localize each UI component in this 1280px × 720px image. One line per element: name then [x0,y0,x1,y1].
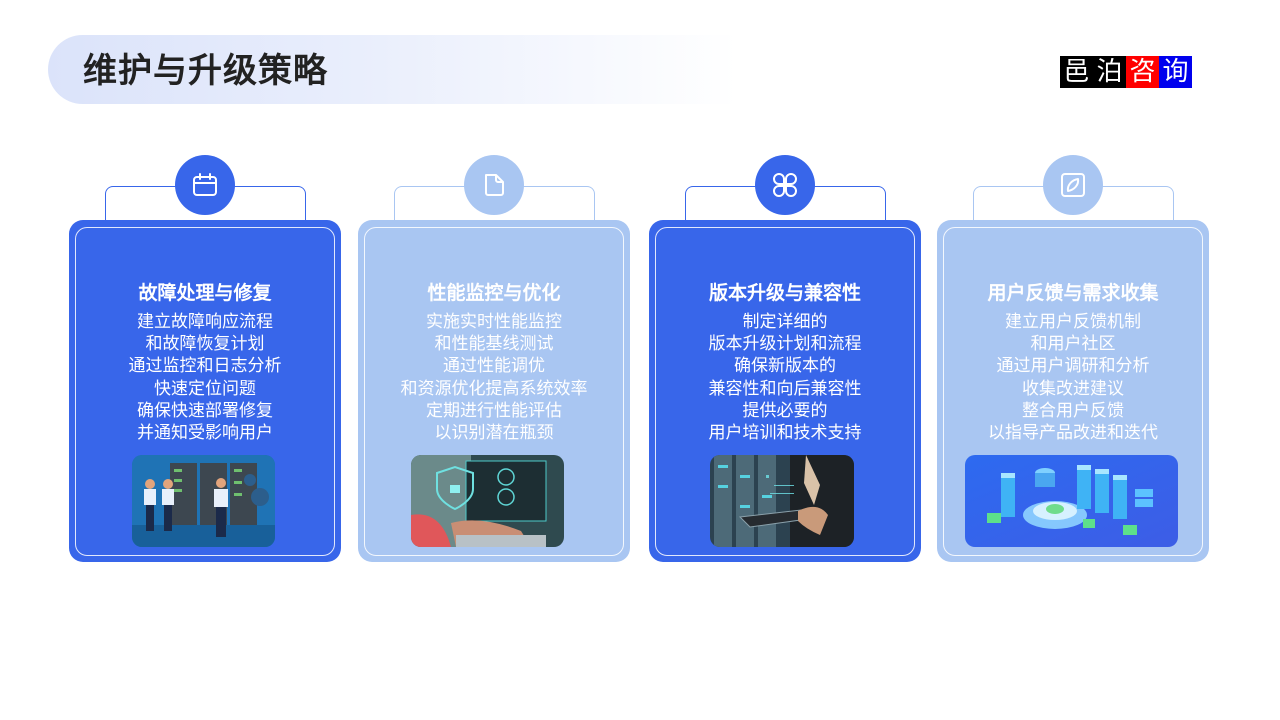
card-inner-border [75,227,335,556]
calendar-icon [193,173,217,196]
description-line: 建立用户反馈机制 [1005,312,1141,332]
icon-badge [175,155,235,215]
card-description: 实施实时性能监控 和性能基线测试 通过性能调优 和资源优化提高系统效率 定期进行… [358,311,630,444]
icon-badge [1043,155,1103,215]
card-user-feedback: 用户反馈与需求收集 建立用户反馈机制 和用户社区 通过用户调研和分析 收集改进建… [937,154,1209,564]
description-line: 确保快速部署修复 [137,400,273,421]
card-description: 建立用户反馈机制 和用户社区 通过用户调研和分析 收集改进建议 整合用户反馈 以… [937,311,1209,444]
brand-logo: 邑 泊 咨 询 [1060,56,1192,88]
description-line: 收集改进建议 [1022,378,1124,399]
description-line: 通过用户调研和分析 [996,356,1150,377]
card-description: 建立故障响应流程 和故障恢复计划 通过监控和日志分析 快速定位问题 确保快速部署… [69,311,341,444]
card-inner-border [943,227,1203,556]
description-line: 实施实时性能监控 [426,312,562,332]
card-panel: 版本升级与兼容性 制定详细的 版本升级计划和流程 确保新版本的 兼容性和向后兼容… [649,220,921,562]
card-panel: 性能监控与优化 实施实时性能监控 和性能基线测试 通过性能调优 和资源优化提高系… [358,220,630,562]
description-line: 并通知受影响用户 [137,423,273,444]
businessman-tablet-image [710,455,854,547]
icon-badge [755,155,815,215]
description-line: 定期进行性能评估 [426,400,562,421]
description-line: 建立故障响应流程 [137,312,273,332]
title-banner [48,35,738,104]
logo-char-1: 邑 [1060,56,1093,88]
engineers-server-room-image [132,455,275,547]
description-line: 和故障恢复计划 [145,334,265,355]
card-title: 用户反馈与需求收集 [987,282,1159,304]
card-description: 制定详细的 版本升级计划和流程 确保新版本的 兼容性和向后兼容性 提供必要的 用… [649,311,921,444]
page-title: 维护与升级策略 [83,51,328,91]
logo-char-4: 询 [1159,56,1192,88]
description-line: 提供必要的 [742,400,828,421]
card-title: 版本升级与兼容性 [708,282,861,304]
document-icon [485,174,504,196]
card-inner-border [364,227,624,556]
cloud-servers-image [965,455,1178,547]
card-title: 性能监控与优化 [427,282,561,304]
description-line: 通过性能调优 [443,356,545,377]
card-version-upgrade: 版本升级与兼容性 制定详细的 版本升级计划和流程 确保新版本的 兼容性和向后兼容… [649,154,921,564]
description-line: 制定详细的 [742,312,828,332]
description-line: 和资源优化提高系统效率 [400,378,588,399]
description-line: 确保新版本的 [734,356,836,377]
logo-char-2: 泊 [1093,56,1126,88]
description-line: 和性能基线测试 [434,334,554,355]
description-line: 和用户社区 [1030,334,1116,355]
icon-badge [464,155,524,215]
description-line: 整合用户反馈 [1022,400,1124,421]
description-line: 以指导产品改进和迭代 [988,423,1158,444]
logo-char-3: 咨 [1126,56,1159,88]
card-performance-monitoring: 性能监控与优化 实施实时性能监控 和性能基线测试 通过性能调优 和资源优化提高系… [358,154,630,564]
description-line: 快速定位问题 [154,378,256,399]
grid-petals-icon [773,173,797,197]
card-inner-border [655,227,915,556]
description-line: 以识别潜在瓶颈 [434,423,554,444]
leaf-square-icon [1061,173,1085,197]
card-title: 故障处理与修复 [138,282,272,304]
description-line: 兼容性和向后兼容性 [708,378,862,399]
card-fault-handling: 故障处理与修复 建立故障响应流程 和故障恢复计划 通过监控和日志分析 快速定位问… [69,154,341,564]
laptop-security-image [411,455,564,547]
card-panel: 用户反馈与需求收集 建立用户反馈机制 和用户社区 通过用户调研和分析 收集改进建… [937,220,1209,562]
description-line: 通过监控和日志分析 [128,356,282,377]
card-panel: 故障处理与修复 建立故障响应流程 和故障恢复计划 通过监控和日志分析 快速定位问… [69,220,341,562]
description-line: 用户培训和技术支持 [708,423,862,444]
description-line: 版本升级计划和流程 [708,334,862,355]
